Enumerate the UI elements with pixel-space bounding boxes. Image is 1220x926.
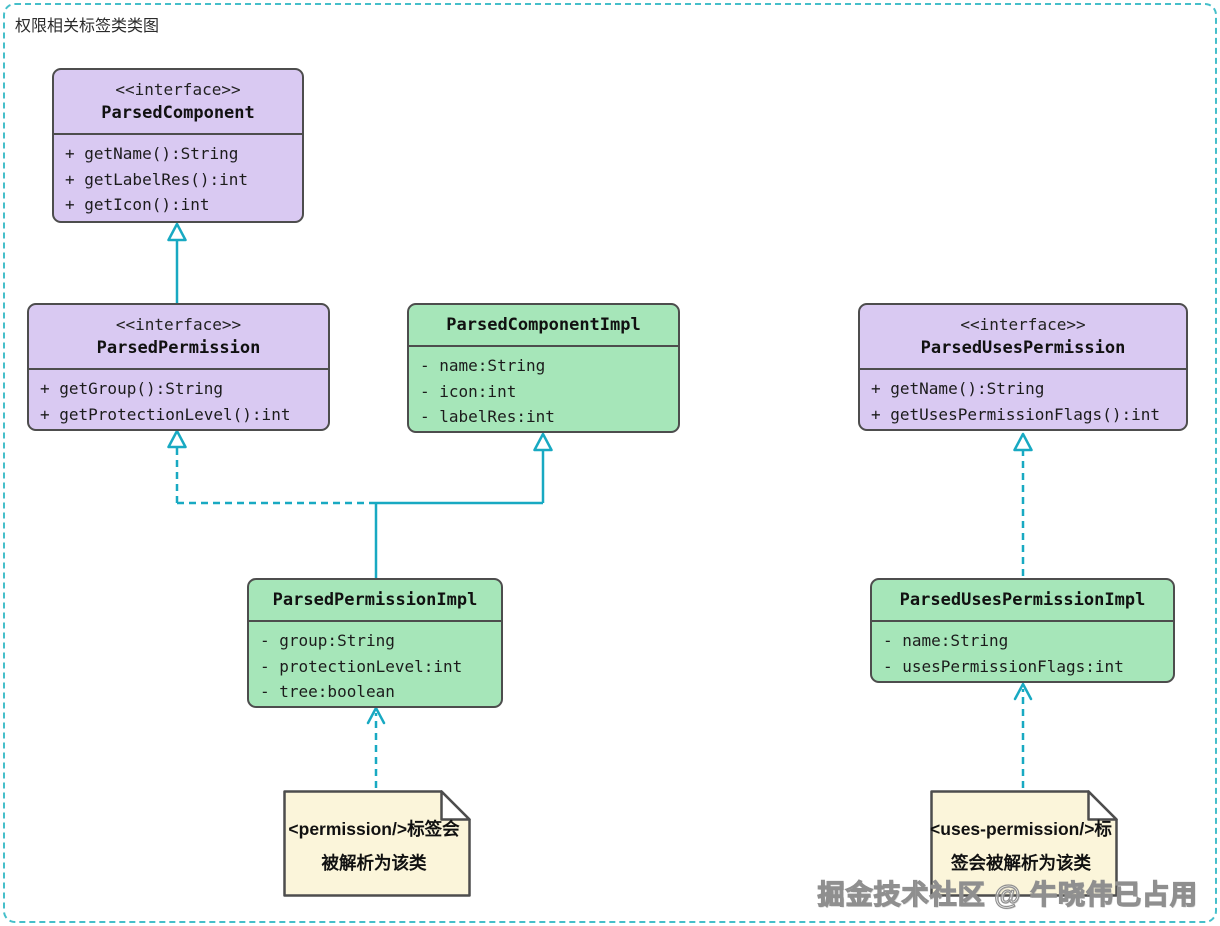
- class-parsed-component: <<interface>> ParsedComponent + getName(…: [52, 68, 304, 223]
- note-text: <uses-permission/>标 签会被解析为该类: [930, 812, 1112, 880]
- member-row: + getUsesPermissionFlags():int: [871, 404, 1160, 424]
- class-members: + getGroup():String + getProtectionLevel…: [29, 370, 328, 429]
- note-permission: <permission/>标签会 被解析为该类: [283, 790, 471, 897]
- class-parsed-component-impl: ParsedComponentImpl - name:String - icon…: [407, 303, 680, 433]
- class-members: - name:String - icon:int - labelRes:int: [409, 347, 678, 431]
- note-line: <uses-permission/>标: [930, 819, 1112, 839]
- class-name: ParsedComponentImpl: [446, 315, 641, 335]
- member-row: - protectionLevel:int: [260, 656, 463, 676]
- class-name: ParsedPermission: [96, 338, 261, 358]
- watermark: 掘金技术社区 @ 牛晓伟已占用: [817, 879, 1198, 910]
- stereotype-label: <<interface>>: [115, 80, 241, 99]
- class-members: - name:String - usesPermissionFlags:int: [872, 622, 1173, 681]
- class-header: ParsedComponentImpl: [409, 305, 678, 347]
- note-line: 签会被解析为该类: [951, 853, 1091, 873]
- note-text: <permission/>标签会 被解析为该类: [283, 812, 465, 880]
- class-name: ParsedUsesPermission: [920, 338, 1126, 358]
- diagram-canvas: [3, 3, 1217, 923]
- member-row: - icon:int: [420, 381, 517, 401]
- note-uses-permission: <uses-permission/>标 签会被解析为该类: [930, 790, 1118, 897]
- class-parsed-permission-impl: ParsedPermissionImpl - group:String - pr…: [247, 578, 503, 708]
- note-line: 被解析为该类: [321, 853, 427, 873]
- note-line: <permission/>标签会: [288, 819, 460, 839]
- member-row: + getProtectionLevel():int: [40, 404, 291, 424]
- class-members: + getName():String + getLabelRes():int +…: [54, 135, 302, 221]
- member-row: + getIcon():int: [65, 195, 210, 214]
- class-members: - group:String - protectionLevel:int - t…: [249, 622, 501, 706]
- class-name: ParsedUsesPermissionImpl: [899, 590, 1146, 610]
- diagram-title: 权限相关标签类类图: [15, 18, 160, 35]
- member-row: + getName():String: [871, 379, 1045, 398]
- class-header: <<interface>> ParsedUsesPermission: [860, 305, 1186, 370]
- member-row: - usesPermissionFlags:int: [883, 656, 1124, 676]
- member-row: - name:String: [883, 631, 1009, 650]
- class-parsed-uses-permission-impl: ParsedUsesPermissionImpl - name:String -…: [870, 578, 1175, 683]
- class-members: + getName():String + getUsesPermissionFl…: [860, 370, 1186, 429]
- member-row: + getGroup():String: [40, 379, 224, 398]
- member-row: + getName():String: [65, 144, 239, 163]
- member-row: + getLabelRes():int: [65, 169, 249, 189]
- note-shape: [283, 790, 471, 897]
- member-row: - group:String: [260, 631, 395, 650]
- class-parsed-uses-permission: <<interface>> ParsedUsesPermission + get…: [858, 303, 1188, 431]
- member-row: - labelRes:int: [420, 407, 555, 426]
- member-row: - tree:boolean: [260, 682, 395, 701]
- note-shape: [930, 790, 1118, 897]
- stereotype-label: <<interface>>: [115, 315, 242, 334]
- class-header: ParsedUsesPermissionImpl: [872, 580, 1173, 622]
- class-name: ParsedComponent: [101, 103, 255, 123]
- class-header: <<interface>> ParsedPermission: [29, 305, 328, 370]
- member-row: - name:String: [420, 356, 546, 375]
- class-parsed-permission: <<interface>> ParsedPermission + getGrou…: [27, 303, 330, 431]
- stereotype-label: <<interface>>: [960, 315, 1086, 334]
- class-name: ParsedPermissionImpl: [272, 590, 478, 610]
- class-header: ParsedPermissionImpl: [249, 580, 501, 622]
- class-header: <<interface>> ParsedComponent: [54, 70, 302, 135]
